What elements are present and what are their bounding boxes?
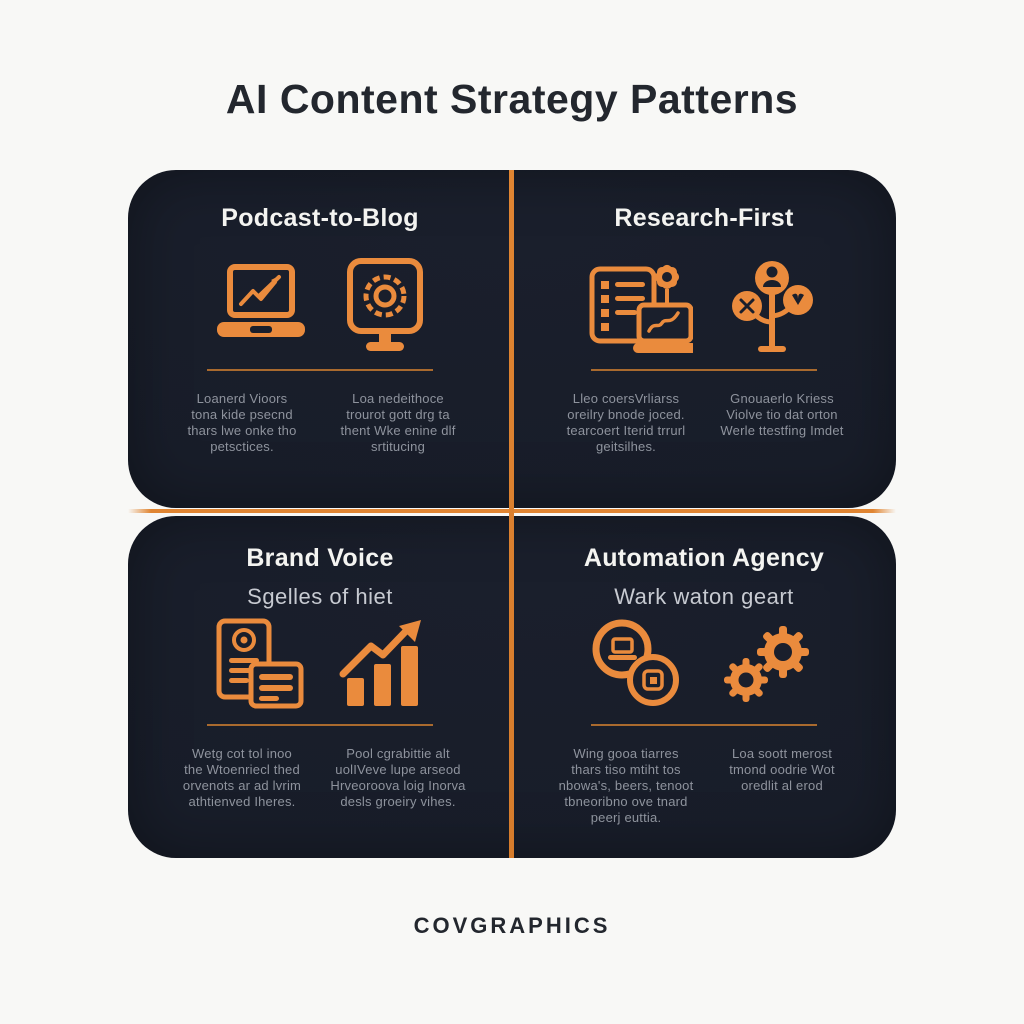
- quadrant-subtitle: Wark waton geart: [614, 584, 794, 609]
- growth-chart-icon: [335, 618, 431, 710]
- description-column: Wing gooa tiarres thars tiso mtiht tos n…: [558, 746, 694, 825]
- page-title: AI Content Strategy Patterns: [225, 76, 799, 122]
- coins-icon: [589, 616, 685, 712]
- quadrant-brand-voice: Brand Voice Sgelles of hiet: [128, 516, 512, 886]
- icon-divider: [207, 724, 433, 726]
- laptop-pen-icon: [211, 262, 311, 350]
- quadrant-automation-agency: Automation Agency Wark waton geart: [512, 516, 896, 886]
- description-row: Wing gooa tiarres thars tiso mtiht tos n…: [555, 746, 853, 826]
- quadrant-title: Research-First: [614, 204, 794, 232]
- grid-vertical-divider: [509, 170, 514, 858]
- icon-row: [587, 255, 821, 357]
- quadrant-research-first: Research-First: [512, 170, 896, 542]
- description-column: Gnouaerlo Kriess Violve tio dat orton We…: [720, 391, 844, 438]
- description-row: Lleo coersVrliarss oreilry bnode joced. …: [555, 391, 853, 455]
- quadrant-podcast-to-blog: Podcast-to-Blog: [128, 170, 512, 542]
- description-column: Lleo coersVrliarss oreilry bnode joced. …: [566, 391, 686, 454]
- description-row: Wetg cot tol inoo the Wtoenriecl thed or…: [171, 746, 469, 810]
- description-column: Wetg cot tol inoo the Wtoenriecl thed or…: [182, 746, 302, 809]
- pattern-grid: Podcast-to-Blog: [128, 170, 896, 858]
- document-card-icon: [209, 618, 305, 710]
- quadrant-title: Automation Agency: [583, 544, 825, 572]
- description-column: Loa nedeithoce trourot gott drg ta thent…: [340, 391, 456, 454]
- gears-icon: [715, 616, 819, 712]
- description-column: Loa soott merost tmond oodrie Wot oredli…: [729, 746, 835, 793]
- brand-footer: COVGRAPHICS: [413, 913, 611, 938]
- quadrant-title: Brand Voice: [246, 544, 394, 572]
- checklist-laptop-icon: [587, 257, 693, 355]
- icon-divider: [591, 724, 817, 726]
- description-column: Loanerd Vioors tona kide psecnd thars lw…: [187, 391, 297, 454]
- icon-divider: [591, 369, 817, 371]
- icon-divider: [207, 369, 433, 371]
- description-row: Loanerd Vioors tona kide psecnd thars lw…: [171, 391, 469, 455]
- quadrant-subtitle: Sgelles of hiet: [247, 584, 393, 609]
- quadrant-title: Podcast-to-Blog: [221, 204, 419, 232]
- people-tree-icon: [723, 256, 821, 356]
- icon-row: [211, 255, 429, 357]
- icon-row: [589, 616, 819, 712]
- description-column: Pool cgrabittie alt uolIVeve lupe arseod…: [330, 746, 466, 809]
- icon-row: [209, 616, 431, 712]
- monitor-gear-icon: [341, 257, 429, 355]
